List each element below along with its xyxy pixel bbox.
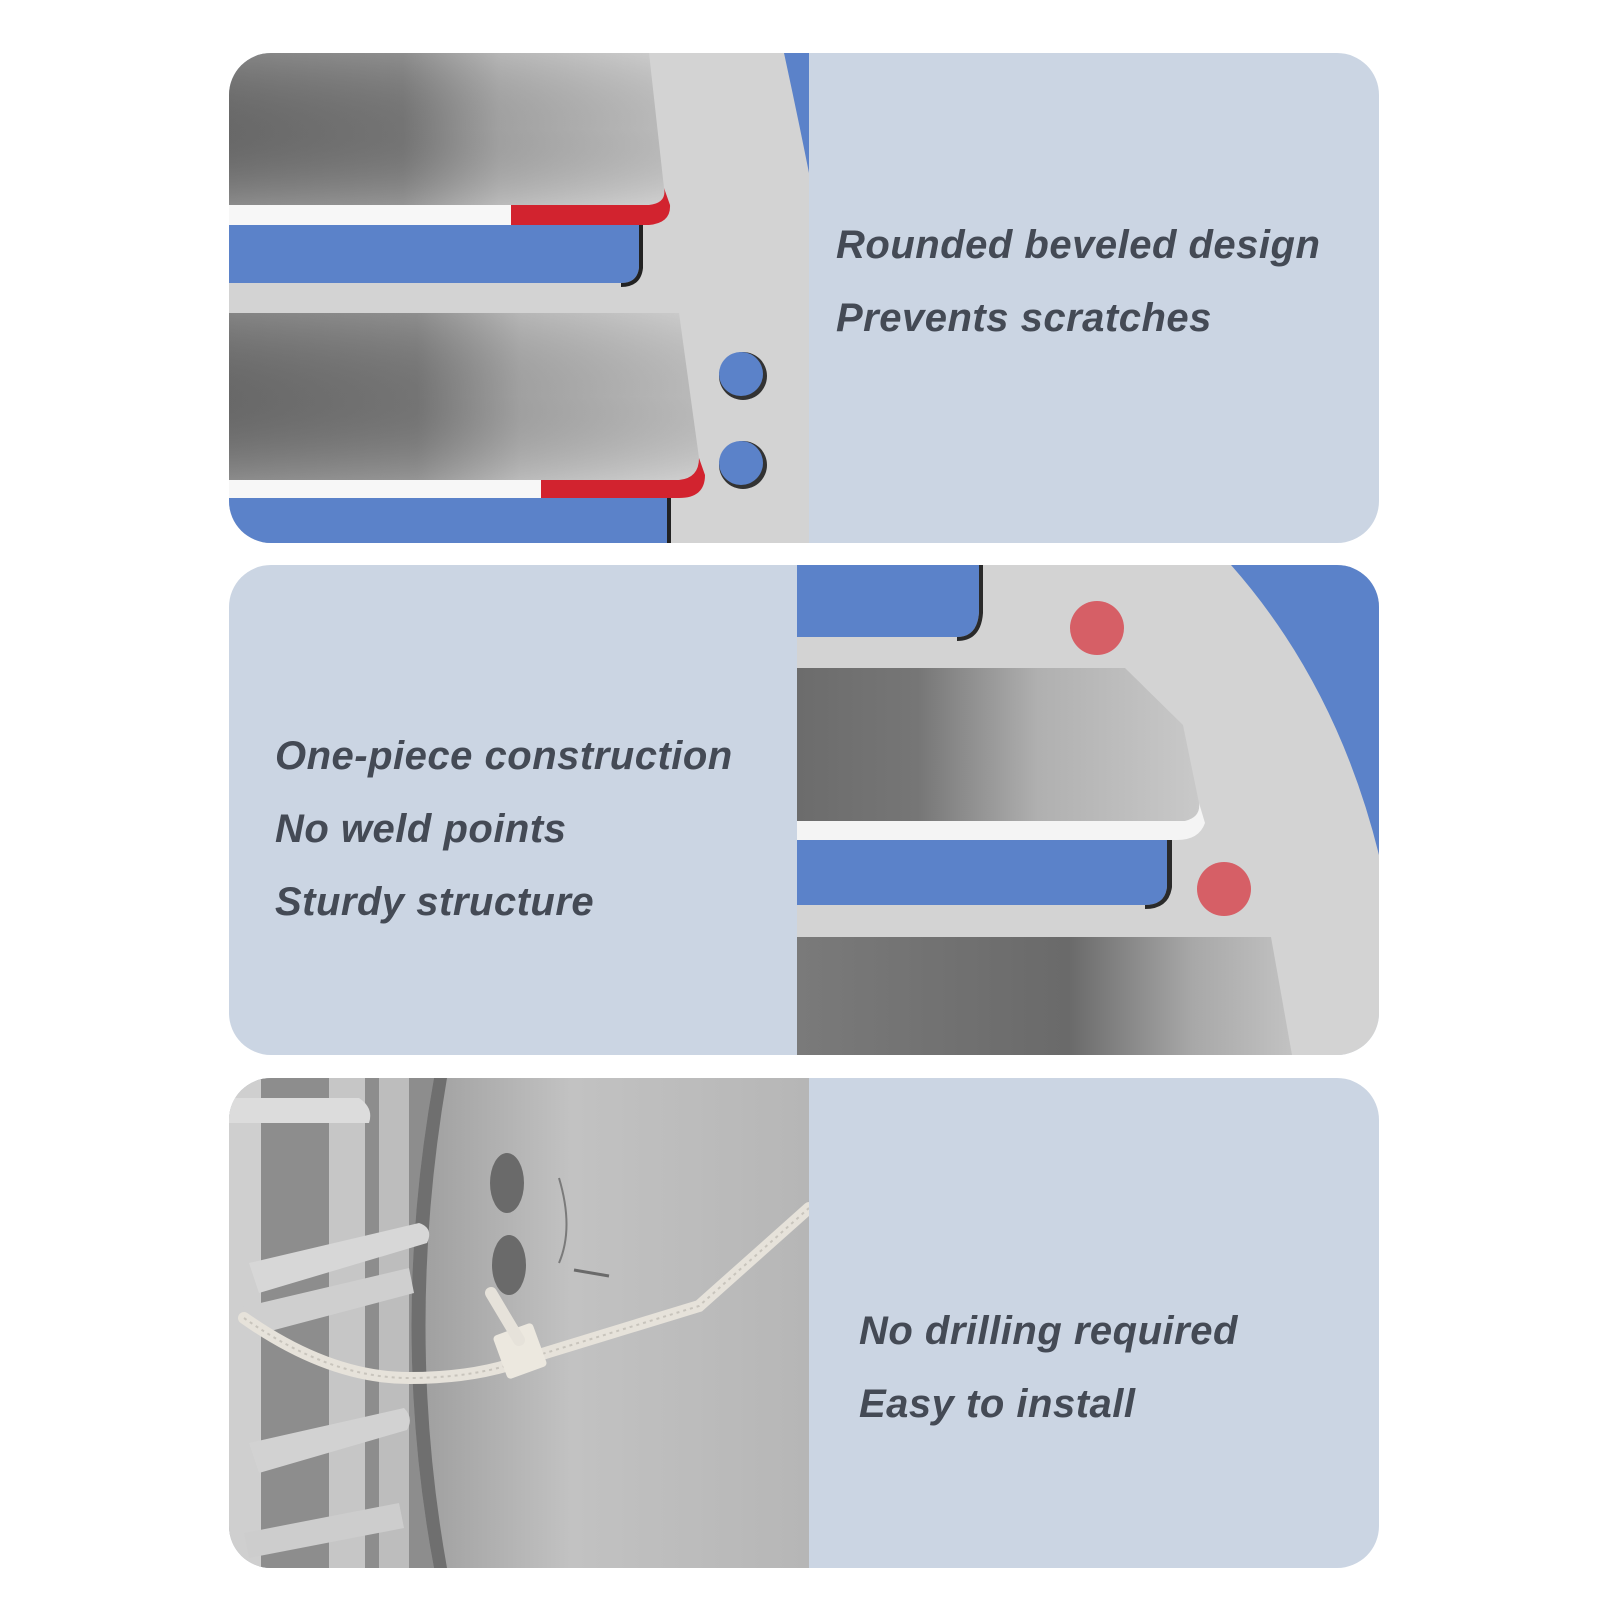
feature-caption: No drilling required Easy to install <box>859 1295 1238 1441</box>
feature-panel-beveled: Rounded beveled design Prevents scratche… <box>229 53 1379 543</box>
beveled-edge-illustration <box>229 53 809 543</box>
caption-line: No drilling required <box>859 1309 1238 1353</box>
caption-line: Easy to install <box>859 1382 1136 1426</box>
caption-line: Sturdy structure <box>275 880 595 924</box>
feature-caption: One-piece construction No weld points St… <box>275 720 733 939</box>
cable-tie-photo <box>229 1078 809 1568</box>
caption-line: One-piece construction <box>275 734 733 778</box>
feature-panel-construction: One-piece construction No weld points St… <box>229 565 1379 1055</box>
bracket-illustration <box>797 565 1379 1055</box>
caption-line: Rounded beveled design <box>836 223 1321 267</box>
feature-panel-install: No drilling required Easy to install <box>229 1078 1379 1568</box>
caption-line: No weld points <box>275 807 567 851</box>
caption-line: Prevents scratches <box>836 296 1212 340</box>
feature-caption: Rounded beveled design Prevents scratche… <box>836 209 1320 355</box>
